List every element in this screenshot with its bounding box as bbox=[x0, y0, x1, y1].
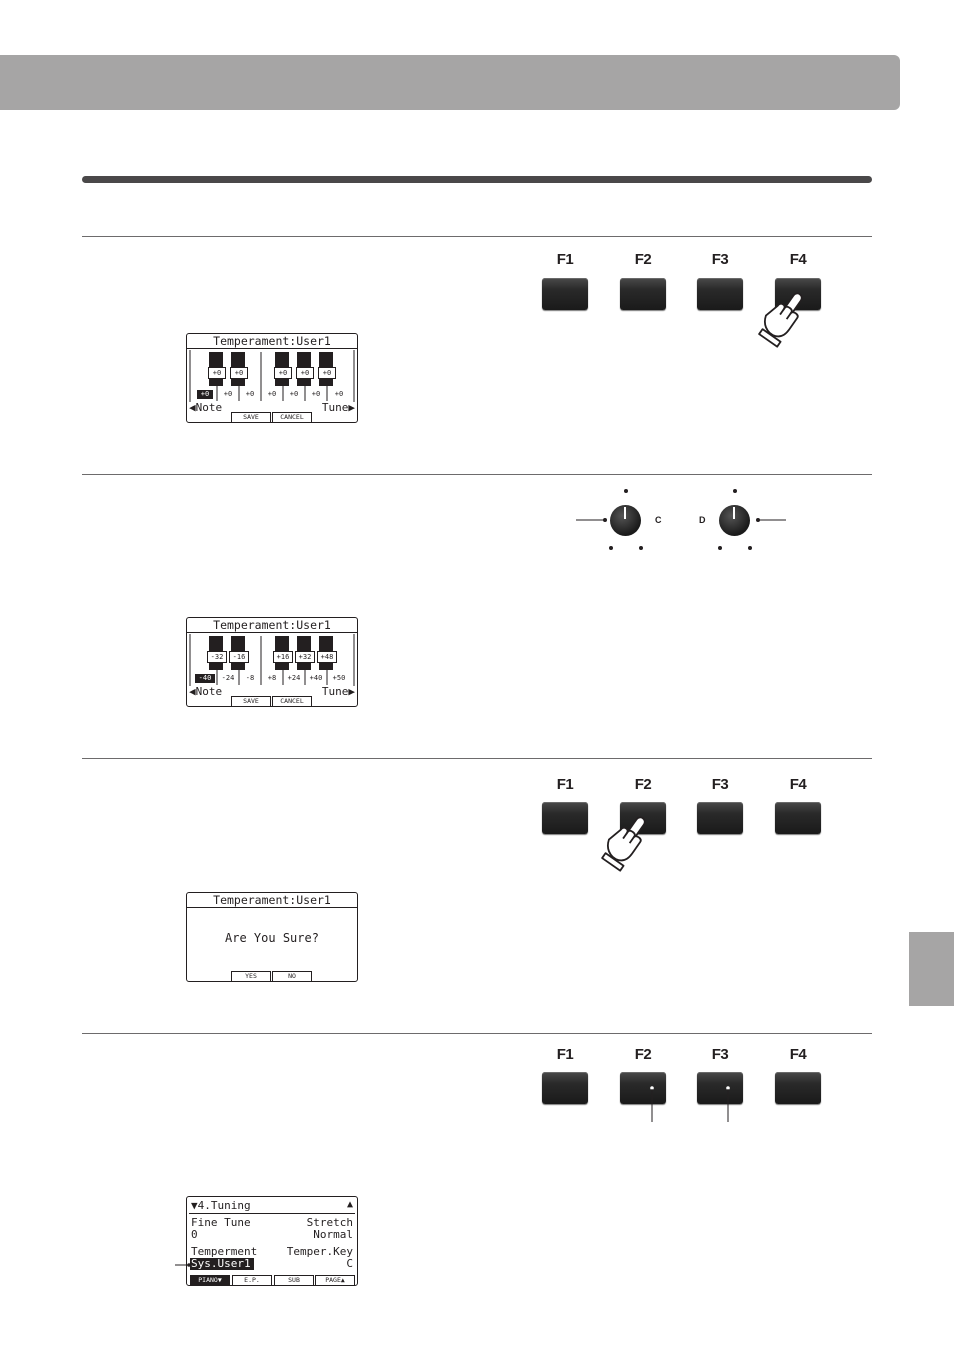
temper-key-value: C bbox=[346, 1257, 353, 1270]
f2-label: F2 bbox=[634, 776, 652, 793]
tune-nav: Tune▶ bbox=[321, 401, 355, 414]
knob-indicator bbox=[733, 507, 735, 519]
lower-value: +0 bbox=[289, 390, 299, 398]
temper-key-label: Temper.Key bbox=[286, 1245, 353, 1258]
pointing-hand-icon bbox=[601, 816, 646, 872]
cancel-tab: CANCEL bbox=[272, 696, 312, 706]
upper-value: +48 bbox=[317, 651, 337, 663]
upper-value: +0 bbox=[318, 367, 336, 379]
scroll-up-icon: ▲ bbox=[346, 1199, 353, 1210]
tune-nav: Tune▶ bbox=[321, 685, 355, 698]
f4-label: F4 bbox=[789, 776, 807, 793]
menu-header: ▼4.Tuning bbox=[191, 1199, 251, 1212]
f2-label: F2 bbox=[634, 251, 652, 268]
yes-tab: YES bbox=[231, 971, 271, 981]
knob-label-d: D bbox=[699, 515, 706, 525]
lower-value: -8 bbox=[245, 674, 255, 682]
f3-button[interactable] bbox=[697, 802, 743, 834]
stretch-value: Normal bbox=[313, 1228, 353, 1241]
lower-value: +50 bbox=[332, 674, 346, 682]
divider bbox=[82, 1033, 872, 1034]
save-tab: SAVE bbox=[231, 412, 271, 422]
divider bbox=[82, 474, 872, 475]
temperament-label: Temperment bbox=[191, 1245, 258, 1258]
header-divider bbox=[189, 1213, 355, 1214]
note-nav: ◀Note bbox=[189, 685, 223, 698]
lower-value: -24 bbox=[221, 674, 235, 682]
upper-value: +32 bbox=[295, 651, 315, 663]
f3-label: F3 bbox=[711, 1046, 729, 1063]
section-rule bbox=[82, 176, 872, 183]
f3-label: F3 bbox=[711, 776, 729, 793]
f1-button[interactable] bbox=[542, 1072, 588, 1104]
f1-button[interactable] bbox=[542, 278, 588, 310]
page-tab: PAGE▲ bbox=[315, 1275, 355, 1285]
lower-value: +0 bbox=[267, 390, 277, 398]
lower-value: +0 bbox=[334, 390, 344, 398]
lcd-screen: ▼4.Tuning ▲ Fine Tune 0 Stretch Normal T… bbox=[186, 1196, 358, 1286]
f2-label: F2 bbox=[634, 1046, 652, 1063]
knob-left[interactable] bbox=[610, 505, 641, 536]
f1-label: F1 bbox=[556, 776, 574, 793]
upper-value: +0 bbox=[274, 367, 292, 379]
lower-value: +24 bbox=[287, 674, 301, 682]
pointing-hand-icon bbox=[758, 292, 803, 348]
header-bar bbox=[0, 55, 900, 110]
fine-tune-label: Fine Tune bbox=[191, 1216, 251, 1229]
temperament-value: Sys.User1 bbox=[190, 1258, 254, 1270]
sub-tab: SUB bbox=[274, 1275, 314, 1285]
lcd-title: Temperament:User1 bbox=[187, 334, 357, 349]
stretch-label: Stretch bbox=[306, 1216, 353, 1229]
lower-value-selected: +0 bbox=[200, 390, 210, 398]
upper-value: +0 bbox=[296, 367, 314, 379]
lcd-screen: Temperament:User1 -32 -16 +16 +32 +48 -4… bbox=[186, 617, 358, 707]
save-tab: SAVE bbox=[231, 696, 271, 706]
lower-value: +8 bbox=[267, 674, 277, 682]
f3-button[interactable] bbox=[697, 278, 743, 310]
fine-tune-value: 0 bbox=[191, 1228, 198, 1241]
divider bbox=[82, 758, 872, 759]
f2-button[interactable] bbox=[620, 1072, 666, 1104]
f4-button[interactable] bbox=[775, 1072, 821, 1104]
button-pointers bbox=[650, 1086, 730, 1122]
side-tab bbox=[909, 932, 954, 1006]
upper-value: -32 bbox=[207, 651, 227, 663]
lower-value: +0 bbox=[311, 390, 321, 398]
knob-right[interactable] bbox=[719, 505, 750, 536]
lower-value: +40 bbox=[309, 674, 323, 682]
f3-label: F3 bbox=[711, 251, 729, 268]
confirm-message: Are You Sure? bbox=[225, 931, 319, 945]
ep-tab: E.P. bbox=[232, 1275, 272, 1285]
knob-label-c: C bbox=[655, 515, 662, 525]
note-nav: ◀Note bbox=[189, 401, 223, 414]
control-knobs bbox=[576, 489, 786, 550]
value-pointer bbox=[175, 1263, 191, 1267]
f4-button[interactable] bbox=[775, 802, 821, 834]
upper-value: +16 bbox=[273, 651, 293, 663]
upper-value: +0 bbox=[208, 367, 226, 379]
lcd-screen: Temperament:User1 +0 +0 +0 +0 +0 +0 +0 +… bbox=[186, 333, 358, 423]
divider bbox=[82, 236, 872, 237]
f4-label: F4 bbox=[789, 1046, 807, 1063]
upper-value: -16 bbox=[229, 651, 249, 663]
f1-label: F1 bbox=[556, 251, 574, 268]
f1-button[interactable] bbox=[542, 802, 588, 834]
f2-button[interactable] bbox=[620, 278, 666, 310]
f4-label: F4 bbox=[789, 251, 807, 268]
f1-label: F1 bbox=[556, 1046, 574, 1063]
no-tab: NO bbox=[272, 971, 312, 981]
f3-button[interactable] bbox=[697, 1072, 743, 1104]
lcd-screen: Temperament:User1 Are You Sure? YES NO bbox=[186, 892, 358, 982]
lower-value-selected: -40 bbox=[198, 674, 212, 682]
lcd-title: Temperament:User1 bbox=[187, 618, 357, 633]
upper-value: +0 bbox=[230, 367, 248, 379]
lcd-title: Temperament:User1 bbox=[187, 893, 357, 908]
piano-tab: PIANO▼ bbox=[190, 1275, 230, 1285]
lower-value: +0 bbox=[223, 390, 233, 398]
lower-value: +0 bbox=[245, 390, 255, 398]
cancel-tab: CANCEL bbox=[272, 412, 312, 422]
knob-indicator bbox=[624, 507, 626, 519]
